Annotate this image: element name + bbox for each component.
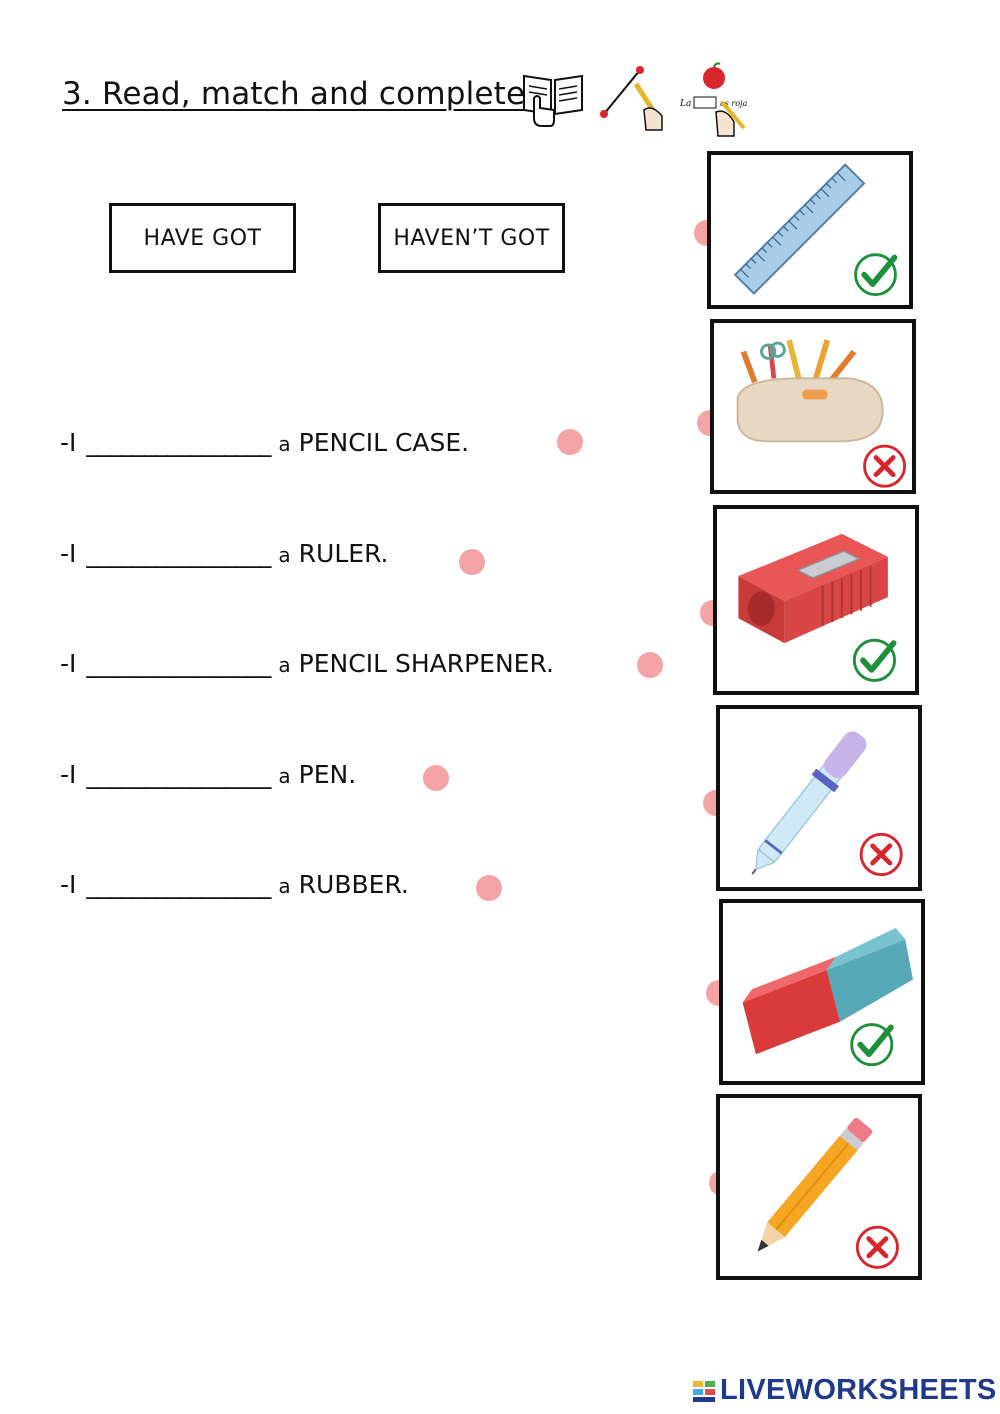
sentence-object: PEN. — [298, 760, 357, 789]
sentence-subject: -I — [60, 428, 77, 457]
sentence-article: a — [278, 432, 291, 456]
pencil-case-icon — [736, 339, 884, 443]
match-dot-sentence-3[interactable] — [637, 652, 663, 678]
answer-blank[interactable]: ________________ — [86, 870, 271, 899]
picture-card-pencil-sharpener — [713, 505, 919, 695]
picture-card-pencil-case — [710, 319, 916, 494]
picture-card-rubber — [719, 899, 925, 1085]
answer-blank[interactable]: ________________ — [86, 539, 271, 568]
match-dot-sentence-1[interactable] — [557, 429, 583, 455]
pen-icon — [751, 731, 867, 875]
brand-name: LIVEWORKSHEETS — [720, 1374, 997, 1406]
sentence-subject: -I — [60, 870, 77, 899]
answer-blank[interactable]: ________________ — [86, 760, 271, 789]
ruler-icon — [733, 163, 866, 295]
picture-card-ruler — [707, 151, 913, 309]
sentence-article: a — [278, 653, 291, 677]
sentence-row: -I ________________ a RUBBER. — [60, 870, 409, 899]
liveworksheets-logo-icon — [693, 1380, 715, 1402]
match-dot-sentence-2[interactable] — [459, 549, 485, 575]
check-icon — [850, 1023, 894, 1067]
svg-text:es roja: es roja — [720, 99, 748, 108]
read-pictogram-icon — [523, 74, 583, 127]
pencil-icon — [757, 1117, 873, 1252]
answer-blank[interactable]: ________________ — [86, 428, 271, 457]
answer-blank[interactable]: ________________ — [86, 649, 271, 678]
picture-card-pencil — [716, 1094, 922, 1280]
sentence-row: -I ________________ a PEN. — [60, 760, 356, 789]
word-bank-have-got: HAVE GOT — [109, 203, 296, 273]
sentence-article: a — [278, 543, 291, 567]
sentence-subject: -I — [60, 760, 77, 789]
match-dot-sentence-4[interactable] — [423, 765, 449, 791]
check-icon — [852, 638, 897, 682]
complete-pictogram-icon: La es roja — [679, 62, 748, 137]
sentence-object: RUBBER. — [298, 870, 409, 899]
cross-icon — [859, 832, 903, 876]
sentence-subject: -I — [60, 649, 77, 678]
match-dot-sentence-5[interactable] — [476, 875, 502, 901]
check-icon — [854, 253, 898, 296]
svg-text:La: La — [679, 99, 691, 109]
rubber-icon — [742, 927, 913, 1055]
sentence-article: a — [278, 874, 291, 898]
sentence-row: -I ________________ a RULER. — [60, 539, 389, 568]
sentence-object: PENCIL CASE. — [298, 428, 470, 457]
sentence-row: -I ________________ a PENCIL CASE. — [60, 428, 469, 457]
match-pictogram-icon — [600, 66, 663, 131]
sentence-object: RULER. — [298, 539, 389, 568]
sentence-object: PENCIL SHARPENER. — [298, 649, 554, 678]
word-bank-havent-got: HAVEN’T GOT — [378, 203, 565, 273]
pencil-sharpener-icon — [738, 533, 888, 644]
sentence-article: a — [278, 764, 291, 788]
cross-icon — [855, 1225, 899, 1269]
cross-icon — [863, 444, 907, 488]
sentence-row: -I ________________ a PENCIL SHARPENER. — [60, 649, 554, 678]
liveworksheets-logo: LIVEWORKSHEETS — [692, 1374, 997, 1407]
picture-card-pen — [716, 705, 922, 891]
sentence-subject: -I — [60, 539, 77, 568]
exercise-title: 3. Read, match and complete: — [62, 76, 536, 112]
